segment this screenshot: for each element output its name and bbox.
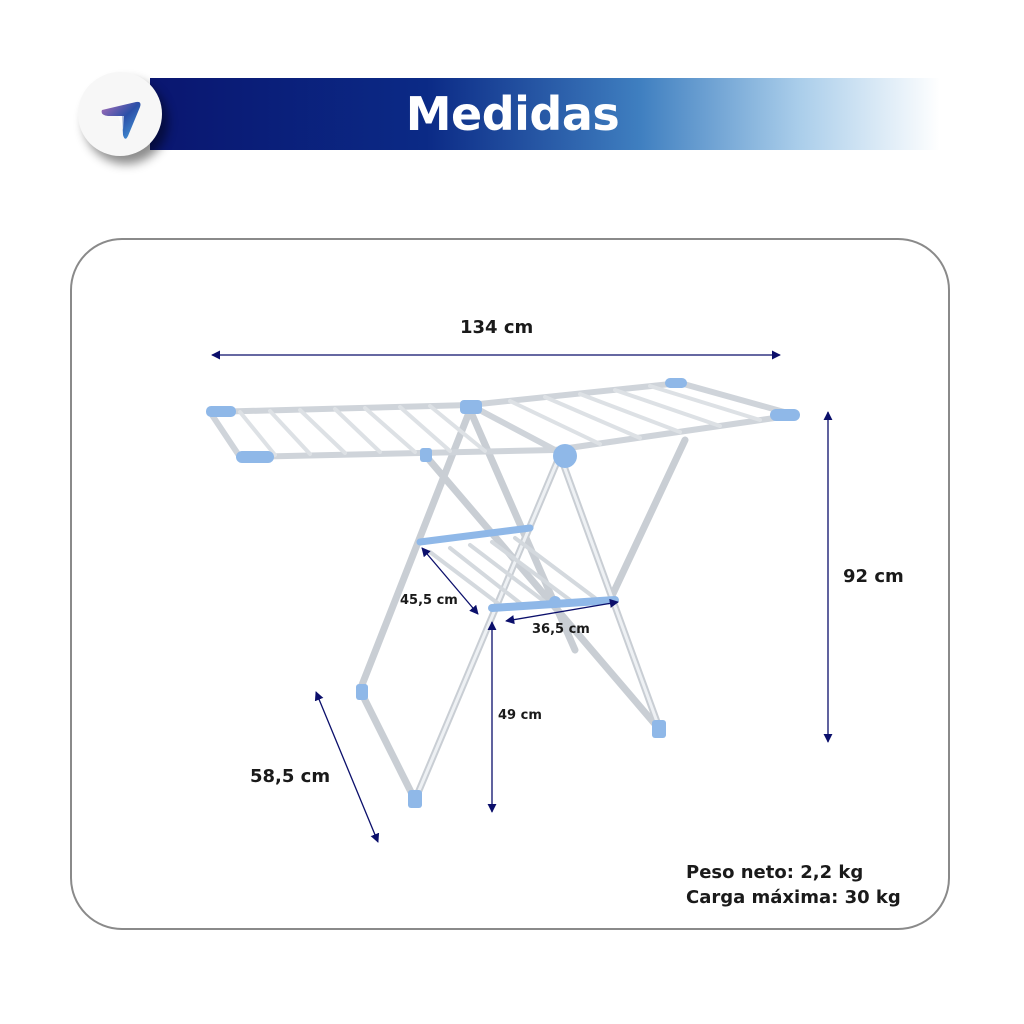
net-weight: Peso neto: 2,2 kg bbox=[686, 862, 864, 883]
max-load: Carga máxima: 30 kg bbox=[686, 887, 901, 908]
shelf-width-label: 36,5 cm bbox=[532, 622, 590, 637]
page-title: Medidas bbox=[405, 87, 620, 141]
title-banner bbox=[150, 78, 940, 150]
depth-arrow bbox=[314, 691, 380, 843]
logo-icon bbox=[101, 101, 141, 139]
shelf-width-arrow bbox=[505, 598, 619, 625]
brand-logo bbox=[78, 72, 162, 156]
shelf-height-label: 49 cm bbox=[498, 708, 542, 723]
shelf-depth-label: 45,5 cm bbox=[400, 593, 458, 608]
dimensions-panel bbox=[70, 238, 950, 930]
depth-label: 58,5 cm bbox=[250, 766, 331, 787]
height-label: 92 cm bbox=[843, 566, 904, 587]
specs: Peso neto: 2,2 kg Carga máxima: 30 kg bbox=[686, 860, 901, 910]
width-label: 134 cm bbox=[460, 317, 534, 338]
drying-rack-image bbox=[206, 378, 800, 808]
shelf-depth-arrow bbox=[421, 547, 479, 615]
